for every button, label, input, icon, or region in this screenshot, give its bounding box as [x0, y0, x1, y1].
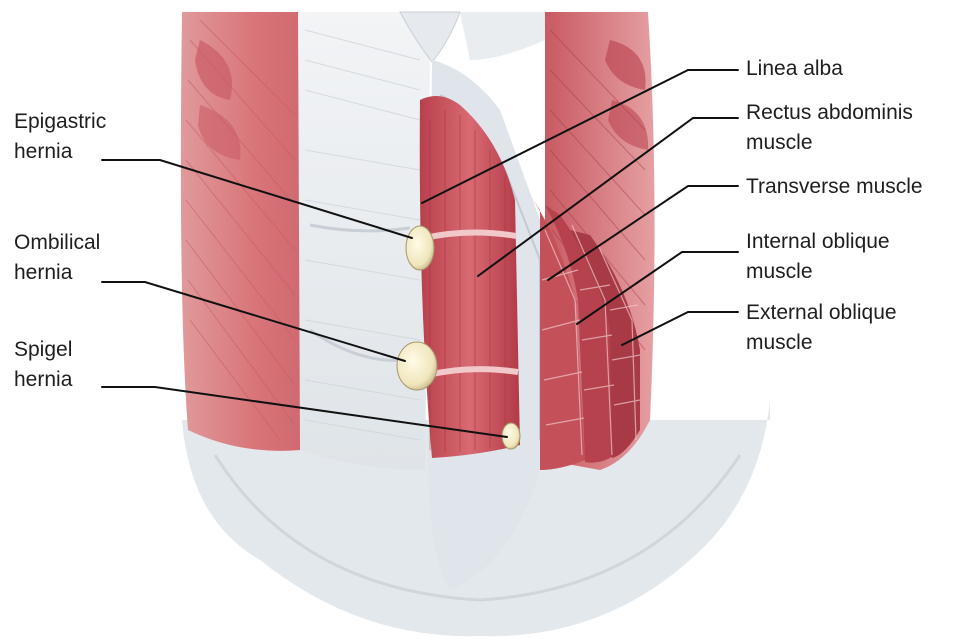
label-linea-alba: Linea alba [746, 54, 843, 84]
epigastric-hernia-bulge [406, 226, 434, 270]
label-epigastric-hernia: Epigastric hernia [14, 107, 106, 167]
label-transverse-muscle: Transverse muscle [746, 172, 923, 202]
left-external-oblique [181, 12, 300, 451]
label-spigel-hernia: Spigel hernia [14, 335, 72, 395]
label-rectus-abdominis: Rectus abdominis muscle [746, 98, 913, 158]
label-internal-oblique: Internal oblique muscle [746, 227, 890, 287]
umbilical-hernia-bulge [397, 342, 437, 390]
label-external-oblique: External oblique muscle [746, 298, 897, 358]
label-umbilical-hernia: Ombilical hernia [14, 228, 100, 288]
